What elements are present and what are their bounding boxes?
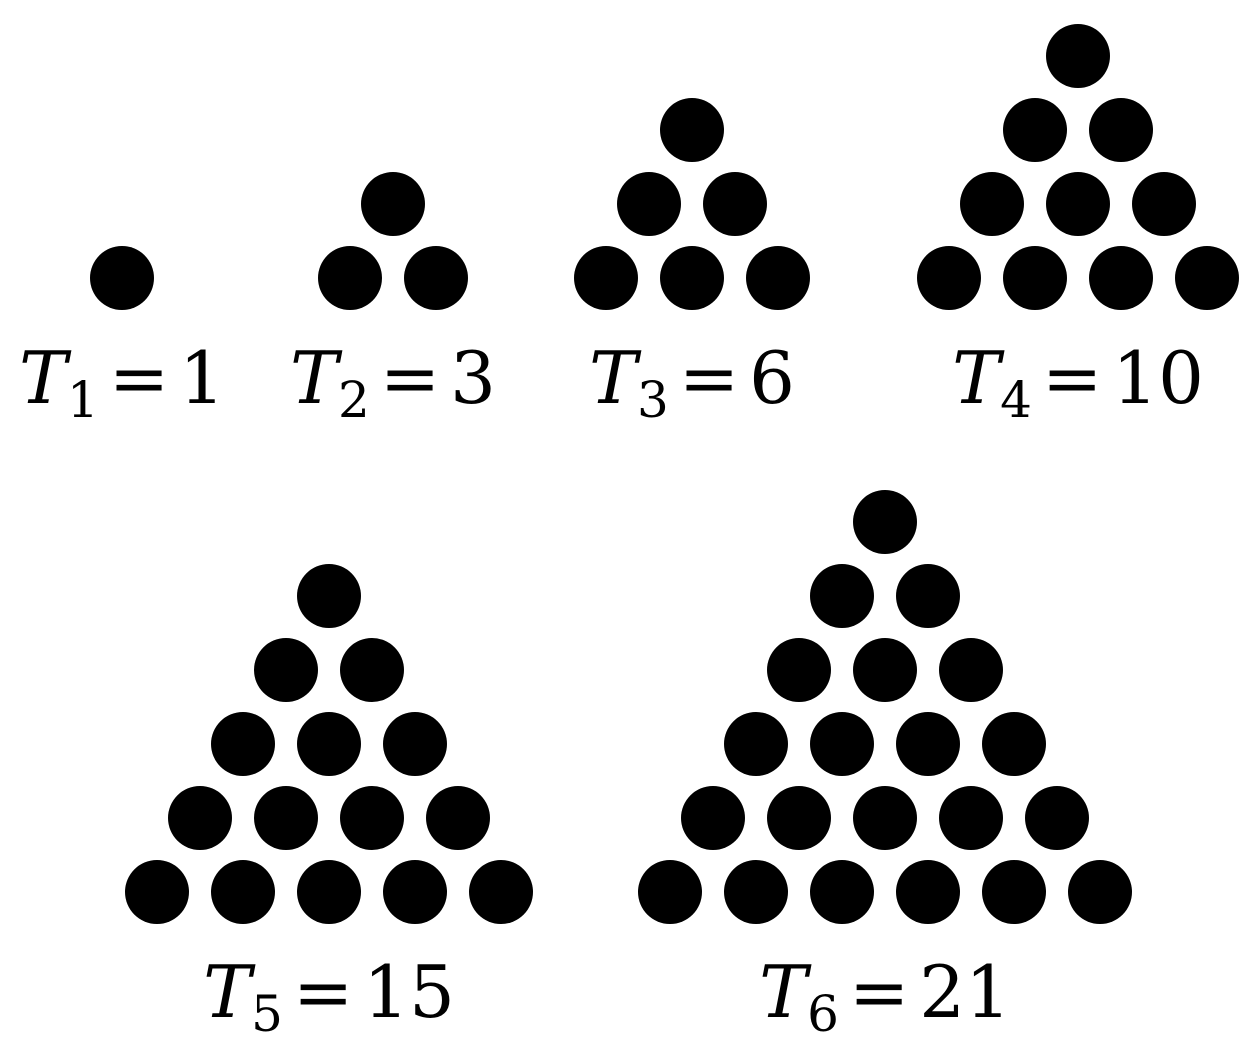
equation-label: T2=3 — [290, 336, 496, 429]
dot — [125, 860, 189, 924]
dot — [896, 564, 960, 628]
dot — [90, 246, 154, 310]
equation-subscript: 3 — [637, 371, 669, 429]
dot — [297, 712, 361, 776]
dot — [404, 246, 468, 310]
dot — [1046, 172, 1110, 236]
equation-label: T5=15 — [203, 950, 455, 1037]
equation-variable: T — [203, 950, 256, 1034]
triangle-figure-1: T1=1 — [19, 246, 225, 429]
dot — [703, 172, 767, 236]
equation-equals: = — [849, 950, 909, 1034]
dot — [917, 246, 981, 310]
dot — [939, 638, 1003, 702]
dot — [617, 172, 681, 236]
dot — [1068, 860, 1132, 924]
dot — [853, 490, 917, 554]
dot — [853, 786, 917, 850]
triangle-figure-4: T4=10 — [917, 24, 1239, 429]
dot — [1175, 246, 1239, 310]
equation-variable: T — [19, 336, 72, 420]
dot — [297, 564, 361, 628]
dot — [982, 860, 1046, 924]
dot — [1132, 172, 1196, 236]
equation-label: T1=1 — [19, 336, 225, 429]
dot — [810, 564, 874, 628]
equation-value: 10 — [1112, 336, 1204, 420]
dot — [896, 860, 960, 924]
equation-equals: = — [1042, 336, 1102, 420]
equation-label: T3=6 — [589, 336, 795, 429]
dot — [340, 786, 404, 850]
equation-value: 1 — [179, 336, 225, 420]
equation-variable: T — [589, 336, 642, 420]
equation-subscript: 5 — [251, 985, 283, 1037]
dot — [168, 786, 232, 850]
equation-equals: = — [380, 336, 440, 420]
dot — [426, 786, 490, 850]
dot — [211, 860, 275, 924]
equation-label: T4=10 — [952, 336, 1204, 429]
dot — [1089, 98, 1153, 162]
dot — [660, 98, 724, 162]
equation-subscript: 4 — [1000, 371, 1032, 429]
triangle-figure-2: T2=3 — [290, 172, 496, 429]
dot — [1025, 786, 1089, 850]
dot — [681, 786, 745, 850]
equation-subscript: 6 — [807, 985, 839, 1037]
equation-label: T6=21 — [759, 950, 1011, 1037]
dot — [960, 172, 1024, 236]
dot — [340, 638, 404, 702]
dot — [853, 638, 917, 702]
equation-value: 6 — [749, 336, 795, 420]
dot — [939, 786, 1003, 850]
dot — [383, 712, 447, 776]
dot — [810, 712, 874, 776]
dot — [1003, 98, 1067, 162]
dot — [724, 860, 788, 924]
equation-variable: T — [290, 336, 343, 420]
triangle-figure-6: T6=21 — [638, 490, 1132, 1037]
dot — [297, 860, 361, 924]
dot — [660, 246, 724, 310]
equation-value: 15 — [363, 950, 455, 1034]
equation-subscript: 2 — [338, 371, 370, 429]
equation-variable: T — [759, 950, 812, 1034]
dot — [1089, 246, 1153, 310]
dot — [318, 246, 382, 310]
dot — [896, 712, 960, 776]
dot — [254, 786, 318, 850]
dot — [361, 172, 425, 236]
equation-value: 21 — [919, 950, 1011, 1034]
dot — [724, 712, 788, 776]
dot — [767, 638, 831, 702]
equation-subscript: 1 — [67, 371, 99, 429]
dot — [574, 246, 638, 310]
triangle-figure-3: T3=6 — [574, 98, 810, 429]
triangle-figure-5: T5=15 — [125, 564, 533, 1037]
dot — [383, 860, 447, 924]
dot — [1003, 246, 1067, 310]
equation-equals: = — [109, 336, 169, 420]
dot — [211, 712, 275, 776]
equation-equals: = — [679, 336, 739, 420]
equation-equals: = — [293, 950, 353, 1034]
dot — [746, 246, 810, 310]
equation-variable: T — [952, 336, 1005, 420]
dot — [254, 638, 318, 702]
dot — [638, 860, 702, 924]
dot — [810, 860, 874, 924]
dot — [469, 860, 533, 924]
dot — [982, 712, 1046, 776]
equation-value: 3 — [450, 336, 496, 420]
dot — [1046, 24, 1110, 88]
dot — [767, 786, 831, 850]
